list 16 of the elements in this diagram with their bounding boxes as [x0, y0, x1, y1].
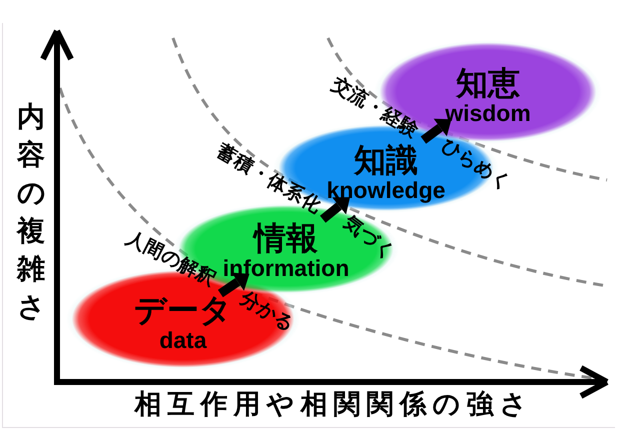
arrow-label: 分かる: [237, 288, 297, 336]
stage-subtitle: data: [159, 328, 207, 352]
arrow-label: 交流・経験: [328, 74, 422, 142]
arrow: [218, 272, 250, 298]
arrow-label: 蓄積・体系化: [214, 142, 324, 216]
axis-title: 相互作用や相関関係の強さ: [134, 390, 534, 420]
stage-title: 情報: [254, 220, 318, 256]
stage-title: データ: [134, 292, 232, 328]
stage-title: 知識: [354, 142, 418, 178]
arrow-label: 人間の解釈: [123, 228, 219, 290]
stage-subtitle: wisdom: [445, 101, 531, 126]
stage-title: 知恵: [456, 64, 520, 102]
arrow: [420, 118, 452, 144]
stage-subtitle: knowledge: [326, 178, 446, 202]
arrow: [320, 197, 350, 223]
axis-title: 内容の複雑さ: [17, 100, 45, 324]
